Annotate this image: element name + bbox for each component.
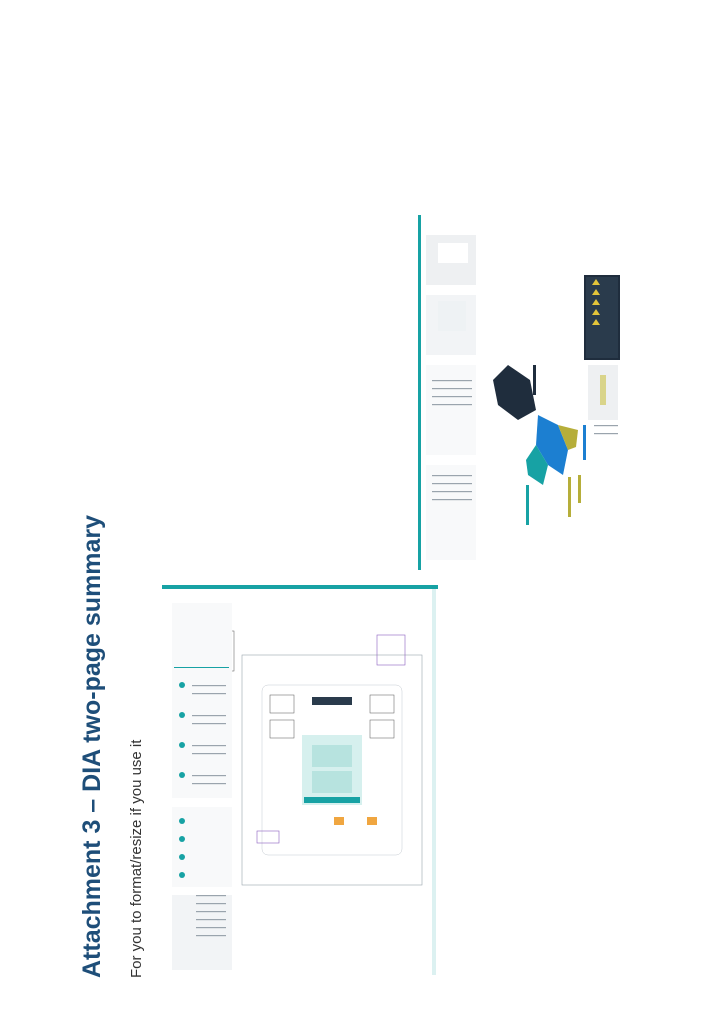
diagram-1-graphic xyxy=(162,585,438,975)
diagram-2-graphic xyxy=(418,215,628,570)
diagram-1-page xyxy=(162,585,438,975)
attachment-title: Attachment 3 – DIA two-page summary xyxy=(78,514,106,978)
diagram-2-page xyxy=(418,215,628,570)
attachment-subtitle: For you to format/resize if you use it xyxy=(128,739,145,978)
